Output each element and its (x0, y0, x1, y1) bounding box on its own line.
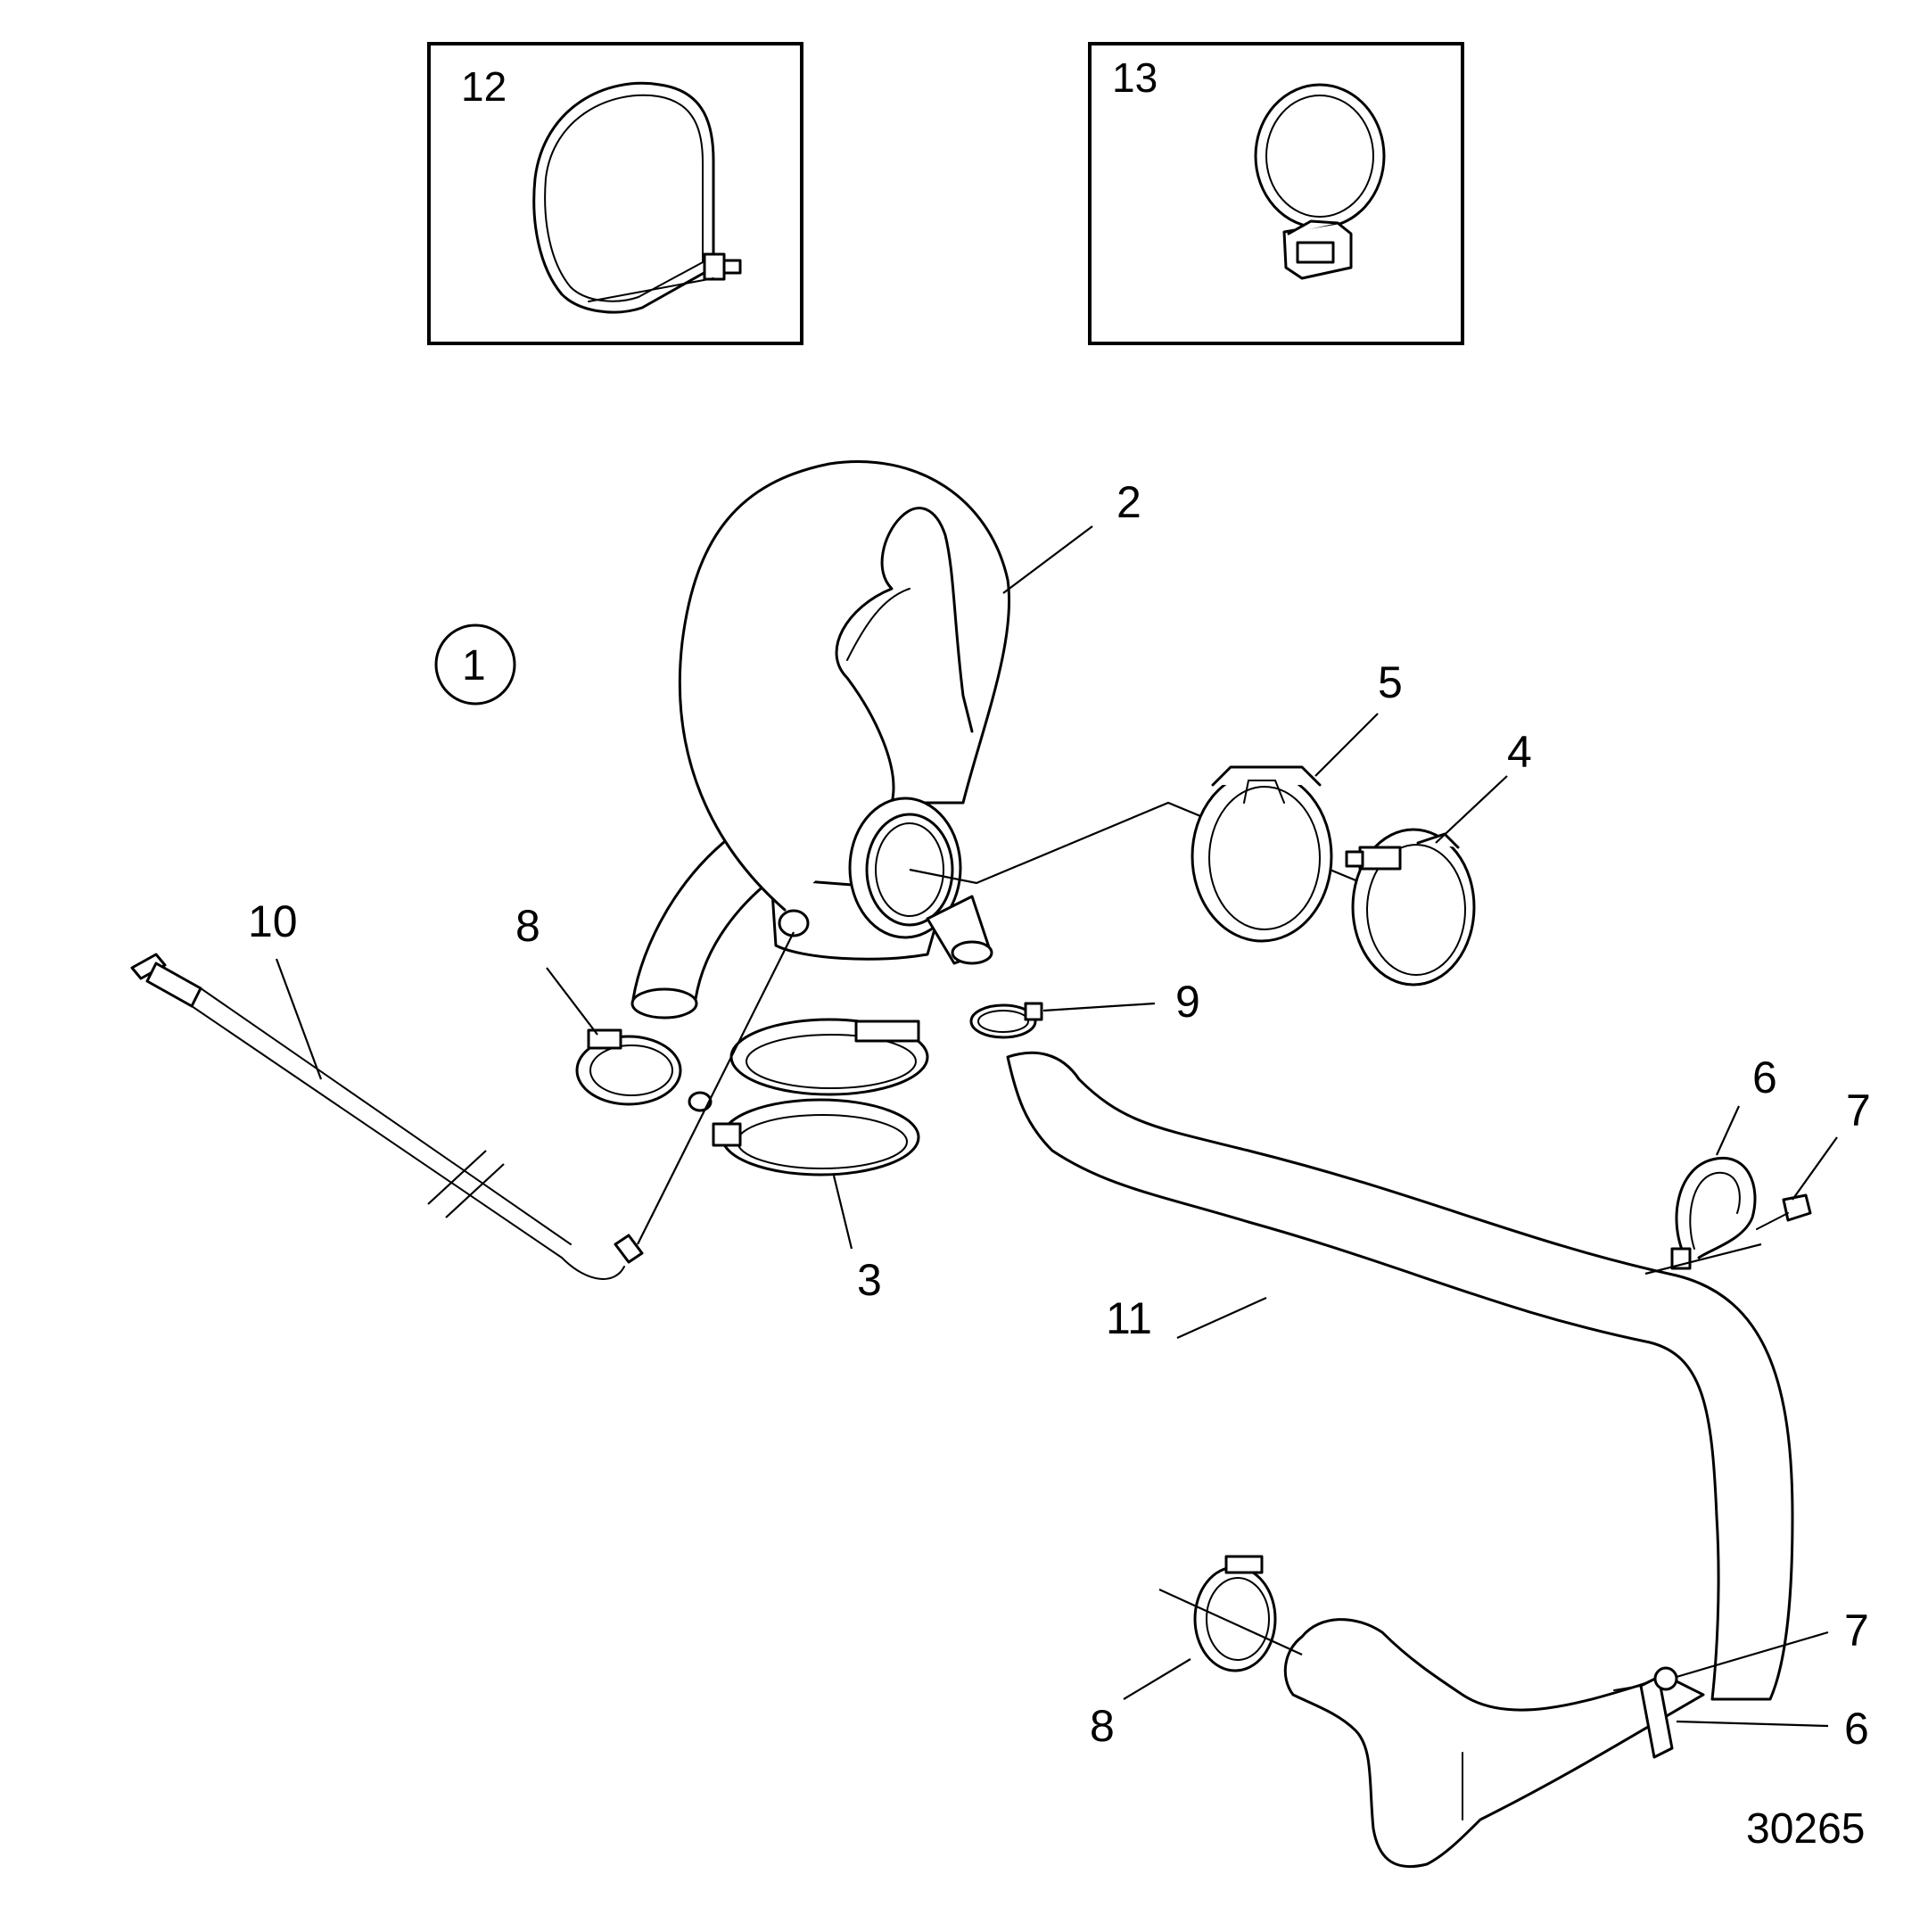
exhaust-hose-11-icon (1006, 1051, 1794, 1869)
inset-13-label: 13 (1112, 54, 1158, 101)
hose-clamp-icon (1254, 83, 1386, 280)
hose-clamp-8-left-icon (575, 1028, 682, 1106)
callout-3: 3 (857, 1255, 882, 1305)
callout-4: 4 (1507, 727, 1532, 777)
callout-5: 5 (1378, 657, 1403, 707)
callout-8-bottom: 8 (1090, 1701, 1115, 1751)
inset-12-frame (427, 42, 803, 345)
p-clip-6-top-icon (1644, 1156, 1762, 1276)
callout-8-left: 8 (515, 901, 540, 951)
inset-13: 13 (1088, 42, 1464, 345)
callout-6-bottom: 6 (1844, 1704, 1869, 1754)
p-clip-6-bottom-icon (1613, 1675, 1674, 1759)
assembly-number: 1 (462, 642, 486, 689)
t-bolt-clamp-icon (1345, 828, 1476, 987)
callout-2: 2 (1116, 477, 1141, 527)
p-clamp-large-icon (532, 81, 742, 314)
bolt-7-bottom-icon (1653, 1666, 1678, 1691)
bolt-7-top-icon (1756, 1193, 1812, 1230)
muffler-body (630, 460, 1011, 1020)
callout-6-top: 6 (1752, 1053, 1777, 1102)
callout-7-bottom: 7 (1844, 1606, 1869, 1655)
inset-12-label: 12 (461, 63, 507, 110)
figure-number: 30265 (1746, 1805, 1865, 1853)
inset-12: 12 (427, 42, 803, 345)
leader-clamp8-to-hose (1158, 1588, 1303, 1656)
small-clamp-9-icon (969, 1002, 1043, 1039)
leader-sensor-to-boss (637, 931, 795, 1245)
hose-clamp-8-bottom-icon (1158, 1555, 1303, 1672)
inset-13-frame (1088, 42, 1464, 345)
v-band-clamp-icon (1191, 765, 1333, 943)
assembly-marker: 1 (434, 623, 516, 706)
callout-7-top: 7 (1846, 1086, 1871, 1135)
callout-10: 10 (248, 896, 298, 946)
callout-labels: 2 3 4 5 6 6 7 7 8 8 9 10 11 (248, 477, 1871, 1754)
sensor-cable-icon (130, 931, 795, 1280)
callout-11: 11 (1106, 1293, 1152, 1343)
callout-leaders (275, 525, 1838, 1728)
hose-clamps-3-icon (688, 1018, 929, 1177)
callout-9: 9 (1175, 977, 1200, 1027)
